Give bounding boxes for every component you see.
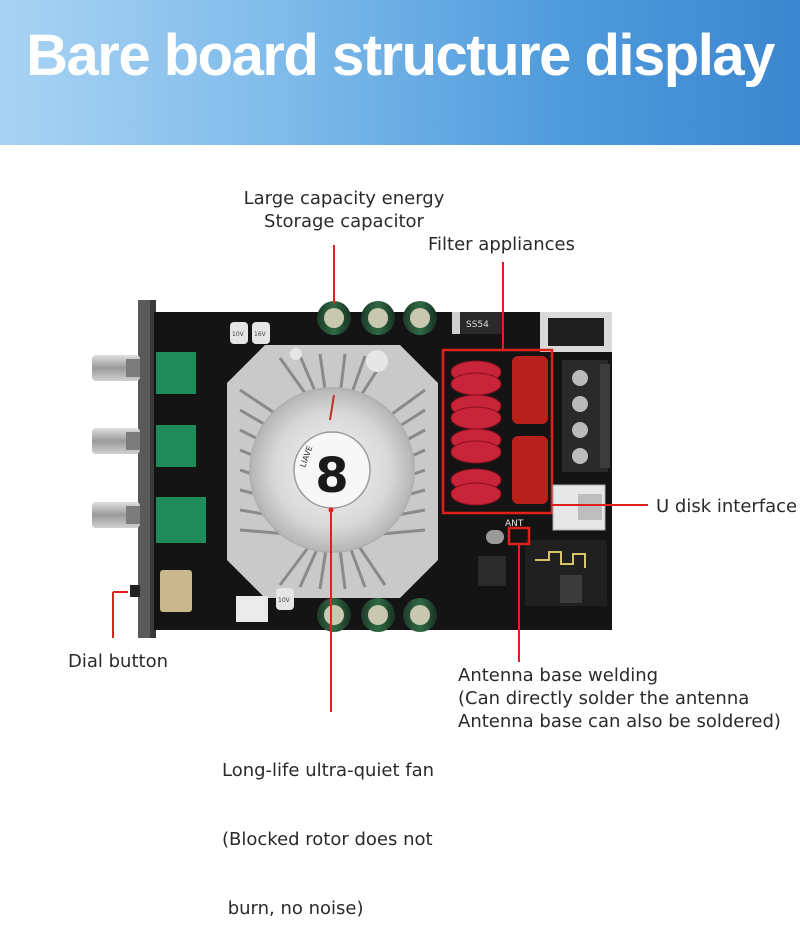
board-illustration: 8 LIAVE 10V 16V 10V SS54 xyxy=(92,245,648,712)
bottom-capacitors xyxy=(317,598,437,632)
potentiometer xyxy=(156,497,206,543)
antenna-callout-line1: Antenna base welding xyxy=(458,665,659,686)
callout-lines xyxy=(112,245,648,712)
potentiometer xyxy=(156,425,196,467)
svg-text:8: 8 xyxy=(315,448,348,504)
ant-label: ANT xyxy=(505,519,524,529)
filter-components xyxy=(450,356,548,506)
fan-callout-line2: (Blocked rotor does not xyxy=(222,829,433,850)
capacitor-callout: Large capacity energy Storage capacitor xyxy=(229,187,459,233)
diode: SS54 xyxy=(452,312,504,334)
header-banner xyxy=(0,0,800,145)
dial-button-callout: Dial button xyxy=(68,651,168,672)
dial-button-switch[interactable] xyxy=(160,570,192,612)
bluetooth-module xyxy=(525,540,607,606)
fan-connector xyxy=(236,596,268,622)
treble-knob[interactable] xyxy=(92,428,140,454)
cap-mark: 10V xyxy=(278,597,291,604)
antenna-callout-line3: Antenna base can also be soldered) xyxy=(458,711,781,732)
capacitor-callout-line1: Large capacity energy xyxy=(243,188,445,209)
chip xyxy=(478,556,506,586)
top-capacitors xyxy=(317,301,437,335)
fan-callout-line1: Long-life ultra-quiet fan xyxy=(222,760,435,781)
cap-mark: 10V xyxy=(232,331,245,338)
antenna-callout: Antenna base welding (Can directly solde… xyxy=(458,664,781,733)
filter-highlight-box xyxy=(441,348,554,515)
usb-port xyxy=(552,484,606,531)
small-capacitors: 10V 16V 10V xyxy=(230,322,294,610)
cap-mark: 16V xyxy=(254,331,267,338)
volume-knob[interactable] xyxy=(92,355,140,381)
crystal xyxy=(486,530,504,544)
antenna-callout-line2: (Can directly solder the antenna xyxy=(458,688,750,709)
filter-callout: Filter appliances xyxy=(428,234,575,255)
fan-callout-line3: burn, no noise) xyxy=(222,898,364,919)
speaker-terminal-block xyxy=(562,360,610,472)
front-panel xyxy=(138,300,156,638)
bass-knob[interactable] xyxy=(92,502,140,528)
fan-callout: Long-life ultra-quiet fan (Blocked rotor… xyxy=(222,713,434,943)
page-title: Bare board structure display xyxy=(26,23,775,88)
potentiometer xyxy=(156,352,196,394)
cooling-fan: 8 LIAVE xyxy=(249,387,415,553)
udisk-callout: U disk interface xyxy=(656,496,798,517)
capacitor-callout-line2: Storage capacitor xyxy=(264,211,424,232)
diode-label: SS54 xyxy=(466,320,489,330)
